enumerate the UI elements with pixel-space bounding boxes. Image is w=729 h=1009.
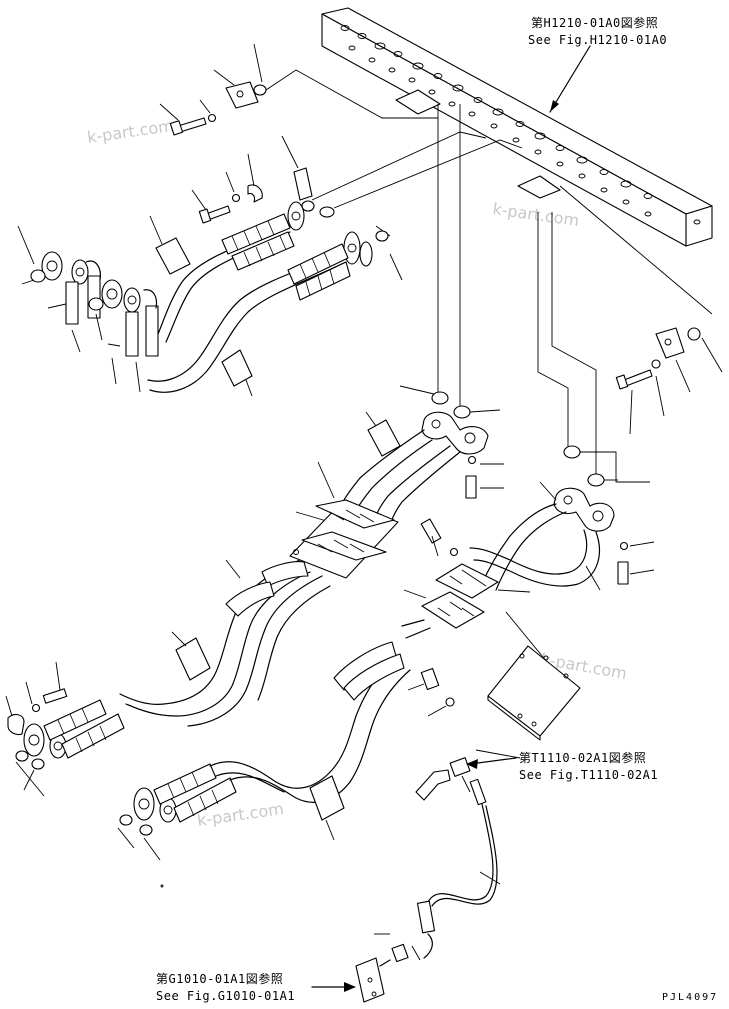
watermark-1: k-part.com [86, 116, 175, 147]
lower-left-hose-assembly [5, 559, 331, 797]
upper-flange-group [159, 43, 441, 136]
right-bent-tube-assembly [469, 445, 655, 591]
watermark-2: k-part.com [491, 199, 580, 230]
center-bolt-group [403, 518, 571, 691]
right-flange-group [615, 327, 723, 435]
reference-middle-en: See Fig.T1110-02A1 [519, 768, 658, 782]
middle-flange-group [191, 131, 523, 224]
tube-tag [367, 419, 401, 457]
manifold-leader-lines [437, 104, 713, 478]
reference-bottom: 第G1010-01A1図参照 See Fig.G1010-01A1 [156, 971, 295, 1003]
hose-tag-lower-center [309, 775, 345, 821]
lower-center-hose-assembly [117, 619, 431, 888]
upper-hose-assembly [147, 201, 403, 397]
hose-tag-upper [155, 237, 191, 275]
reference-leader-middle [469, 757, 517, 765]
sensor-hose-assembly [355, 749, 521, 1003]
bracket-plate [487, 645, 581, 741]
reference-bottom-en: See Fig.G1010-01A1 [156, 989, 295, 1003]
reference-bottom-jp: 第G1010-01A1図参照 [156, 971, 283, 986]
reference-arrow-bottom [344, 982, 356, 992]
reference-top-jp: 第H1210-01A0図参照 [531, 15, 658, 30]
reference-middle-jp: 第T1110-02A1図参照 [519, 750, 646, 765]
reference-leader-top [549, 45, 591, 113]
lower-bolt-group [407, 667, 455, 717]
drawing-code: PJL4097 [662, 992, 718, 1003]
reference-arrow-middle [466, 759, 478, 769]
reference-top-en: See Fig.H1210-01A0 [528, 33, 667, 47]
reference-arrow-top [550, 100, 559, 112]
hose-tag-lower-left [175, 637, 211, 681]
center-clamp-plates [289, 499, 399, 579]
valve-manifold-block [321, 7, 713, 247]
left-hose-ends-upper [17, 225, 159, 393]
reference-middle: 第T1110-02A1図参照 See Fig.T1110-02A1 [519, 750, 658, 782]
hose-tag-lower [221, 349, 253, 387]
reference-top: 第H1210-01A0図参照 See Fig.H1210-01A0 [528, 15, 667, 47]
